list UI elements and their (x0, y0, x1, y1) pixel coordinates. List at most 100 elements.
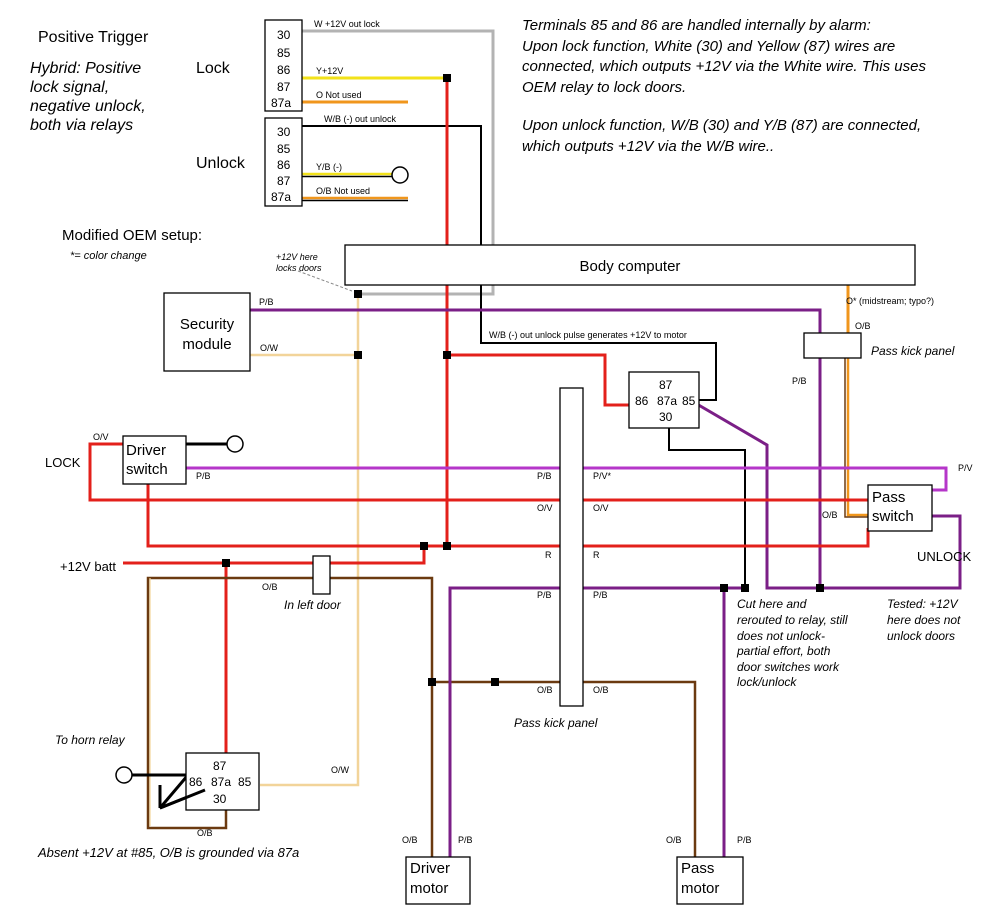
pass-kick-panel-label: Pass kick panel (514, 716, 598, 730)
note-locks-doors-2: locks doors (276, 263, 322, 273)
label-kick-pb2-right: P/B (593, 590, 608, 600)
label-pb-security: P/B (259, 297, 274, 307)
label-kick-ob-left: O/B (537, 685, 553, 695)
lock-pin-85: 85 (277, 46, 291, 60)
wire-w-lock (302, 29, 495, 296)
label-kick-pv-right: P/V* (593, 471, 612, 481)
pass-switch-label-2: switch (872, 508, 914, 525)
junction (443, 351, 451, 359)
wire-wb-unlock (302, 125, 717, 401)
junction (428, 678, 436, 686)
label-o-star: O* (midstream; typo?) (846, 296, 934, 306)
driver-motor-label-1: Driver (410, 860, 450, 877)
label-y12v: Y+12V (316, 66, 343, 76)
label-kick-pb2-left: P/B (537, 590, 552, 600)
note-cut-4: partial effort, both (736, 644, 831, 658)
wire-ob-left-loop (146, 576, 313, 830)
lock-pin-30: 30 (277, 28, 291, 42)
lock-pin-87a: 87a (271, 96, 291, 110)
unlock-pin-30: 30 (277, 125, 291, 139)
hybrid-line-1: Hybrid: Positive (30, 60, 141, 77)
modified-setup-title: Modified OEM setup: (62, 227, 202, 244)
label-wb-pulse: W/B (-) out unlock pulse generates +12V … (489, 330, 687, 340)
unlock-pin-85: 85 (277, 142, 291, 156)
label-kick-r-right: R (593, 550, 600, 560)
note-cut-3: does not unlock- (737, 629, 825, 643)
bottom-relay-pin-87: 87 (213, 759, 227, 773)
note-absent: Absent +12V at #85, O/B is grounded via … (37, 845, 299, 860)
positive-trigger-title: Positive Trigger (38, 29, 149, 46)
label-ob-pass-switch: O/B (822, 510, 838, 520)
label-driver-motor-pb: P/B (458, 835, 473, 845)
mid-relay-pin-87: 87 (659, 378, 673, 392)
label-wb-out-unlock: W/B (-) out unlock (324, 114, 397, 124)
note-to-horn: To horn relay (55, 733, 126, 747)
note-cut-2: rerouted to relay, still (737, 613, 848, 627)
note-unlock-line-1: Upon unlock function, W/B (30) and Y/B (… (522, 117, 921, 134)
wire-ob-right-black (844, 358, 868, 518)
hybrid-line-4: both via relays (30, 117, 133, 134)
pass-motor-label-1: Pass (681, 860, 714, 877)
junction (443, 542, 451, 550)
mid-relay-box (628, 371, 700, 429)
label-pass-motor-ob: O/B (666, 835, 682, 845)
color-change-note: *= color change (70, 250, 147, 262)
label-batt: +12V batt (60, 559, 116, 574)
driver-switch-label-2: switch (126, 461, 168, 478)
label-ob-not-used: O/B Not used (316, 186, 370, 196)
wire-relay30 (668, 425, 746, 588)
unlock-label: Unlock (196, 155, 246, 172)
label-ob-right: O/B (855, 321, 871, 331)
bottom-relay-pin-85: 85 (238, 775, 252, 789)
pass-switch-box (867, 484, 933, 532)
pass-kick-panel-right-label: Pass kick panel (871, 344, 955, 358)
label-kick-ov-right: O/V (593, 503, 609, 513)
label-yb: Y/B (-) (316, 162, 342, 172)
note-cut-1: Cut here and (737, 597, 807, 611)
junction (222, 559, 230, 567)
note-lock-line-2: Upon lock function, White (30) and Yello… (522, 38, 895, 55)
pass-kick-panel-box (559, 387, 584, 707)
note-lock-line-3: connected, which outputs +12V via the Wh… (522, 58, 926, 75)
wire-ov-lock (88, 442, 868, 502)
note-lock-line-4: OEM relay to lock doors. (522, 79, 686, 96)
lock-relay-box (264, 19, 303, 112)
terminal-circle-horn (115, 766, 133, 784)
wire-purple-87a (689, 398, 962, 590)
junction (354, 351, 362, 359)
driver-switch-box (122, 435, 187, 485)
pass-kick-panel-right-box (803, 332, 862, 359)
lock-label: Lock (196, 60, 231, 77)
junction (816, 584, 824, 592)
label-ow-bottom: O/W (331, 765, 350, 775)
driver-switch-label-1: Driver (126, 442, 166, 459)
wire-batt-to-red (330, 544, 426, 565)
unlock-pin-87a: 87a (271, 190, 291, 204)
bottom-relay-pin-87a: 87a (211, 775, 231, 789)
note-tested-1: Tested: +12V (887, 597, 959, 611)
label-ov-driver: O/V (93, 432, 109, 442)
label-pv-right: P/V (958, 463, 973, 473)
bottom-relay-pin-30: 30 (213, 792, 227, 806)
note-tested-3: unlock doors (887, 629, 955, 643)
note-cut-6: lock/unlock (737, 675, 797, 689)
mid-relay-pin-86: 86 (635, 394, 649, 408)
label-ob-bottom: O/B (197, 828, 213, 838)
unlock-side-label: UNLOCK (917, 549, 972, 564)
junction (420, 542, 428, 550)
pass-switch-label-1: Pass (872, 489, 905, 506)
junction-dots (222, 74, 824, 686)
lock-side-label: LOCK (45, 455, 81, 470)
unlock-pin-86: 86 (277, 158, 291, 172)
unlock-relay-box (264, 117, 303, 207)
wire-ob-door (330, 576, 434, 857)
label-pb-right: P/B (792, 376, 807, 386)
lock-pin-86: 86 (277, 63, 291, 77)
note-tested-2: here does not (887, 613, 961, 627)
pass-motor-label-2: motor (681, 880, 719, 897)
locks-doors-pointer (297, 270, 353, 292)
terminal-circle-unlock (391, 166, 409, 184)
note-unlock-line-2: which outputs +12V via the W/B wire.. (522, 138, 774, 155)
body-computer-label: Body computer (580, 258, 681, 275)
